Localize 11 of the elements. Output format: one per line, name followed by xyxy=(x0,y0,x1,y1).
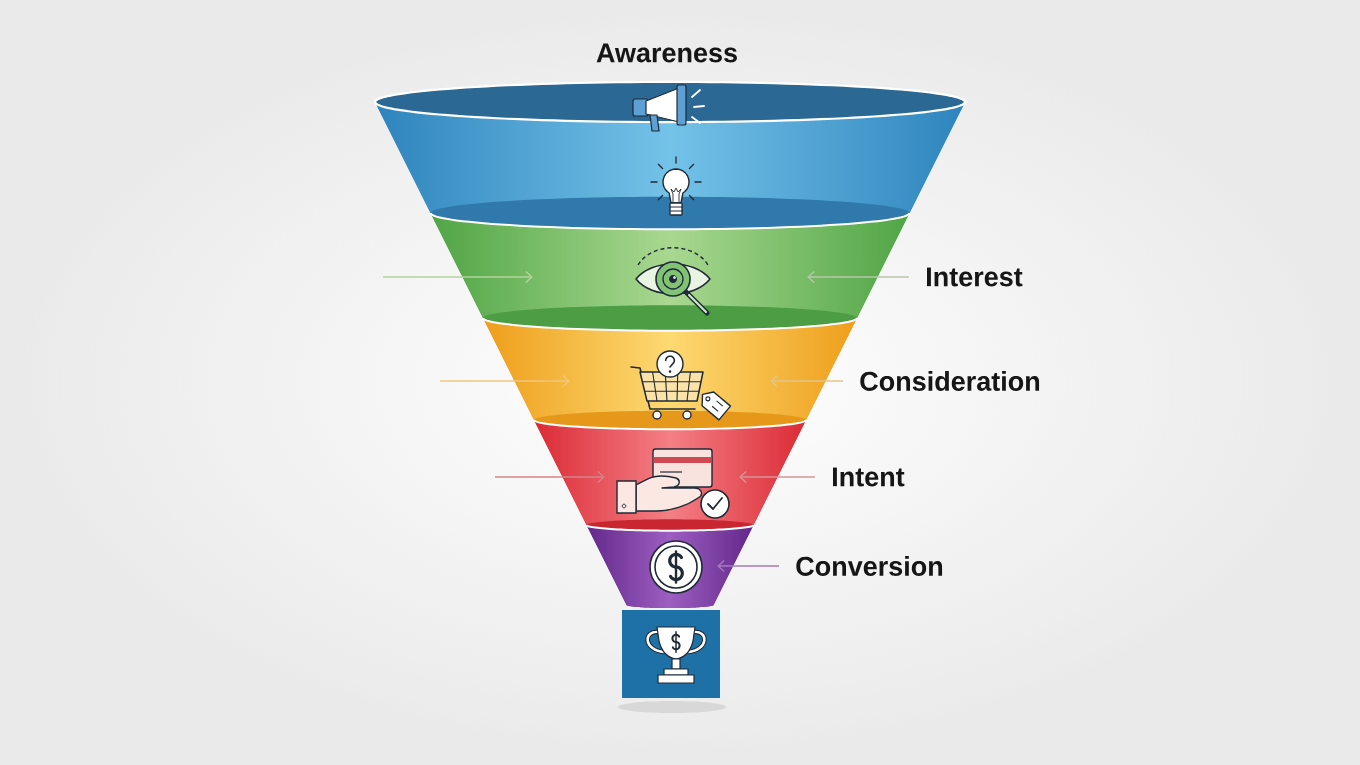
arrow xyxy=(439,374,570,388)
arrow xyxy=(382,270,533,284)
stage-label: Conversion xyxy=(796,556,943,576)
stage-label: Consideration xyxy=(860,371,1040,391)
arrow xyxy=(717,559,780,573)
arrow xyxy=(494,470,605,484)
stage-label: Intent xyxy=(833,467,905,487)
arrow xyxy=(807,270,910,284)
arrow xyxy=(739,470,816,484)
stage-label: Interest xyxy=(927,267,1023,287)
stage-label: Awareness xyxy=(596,43,737,63)
